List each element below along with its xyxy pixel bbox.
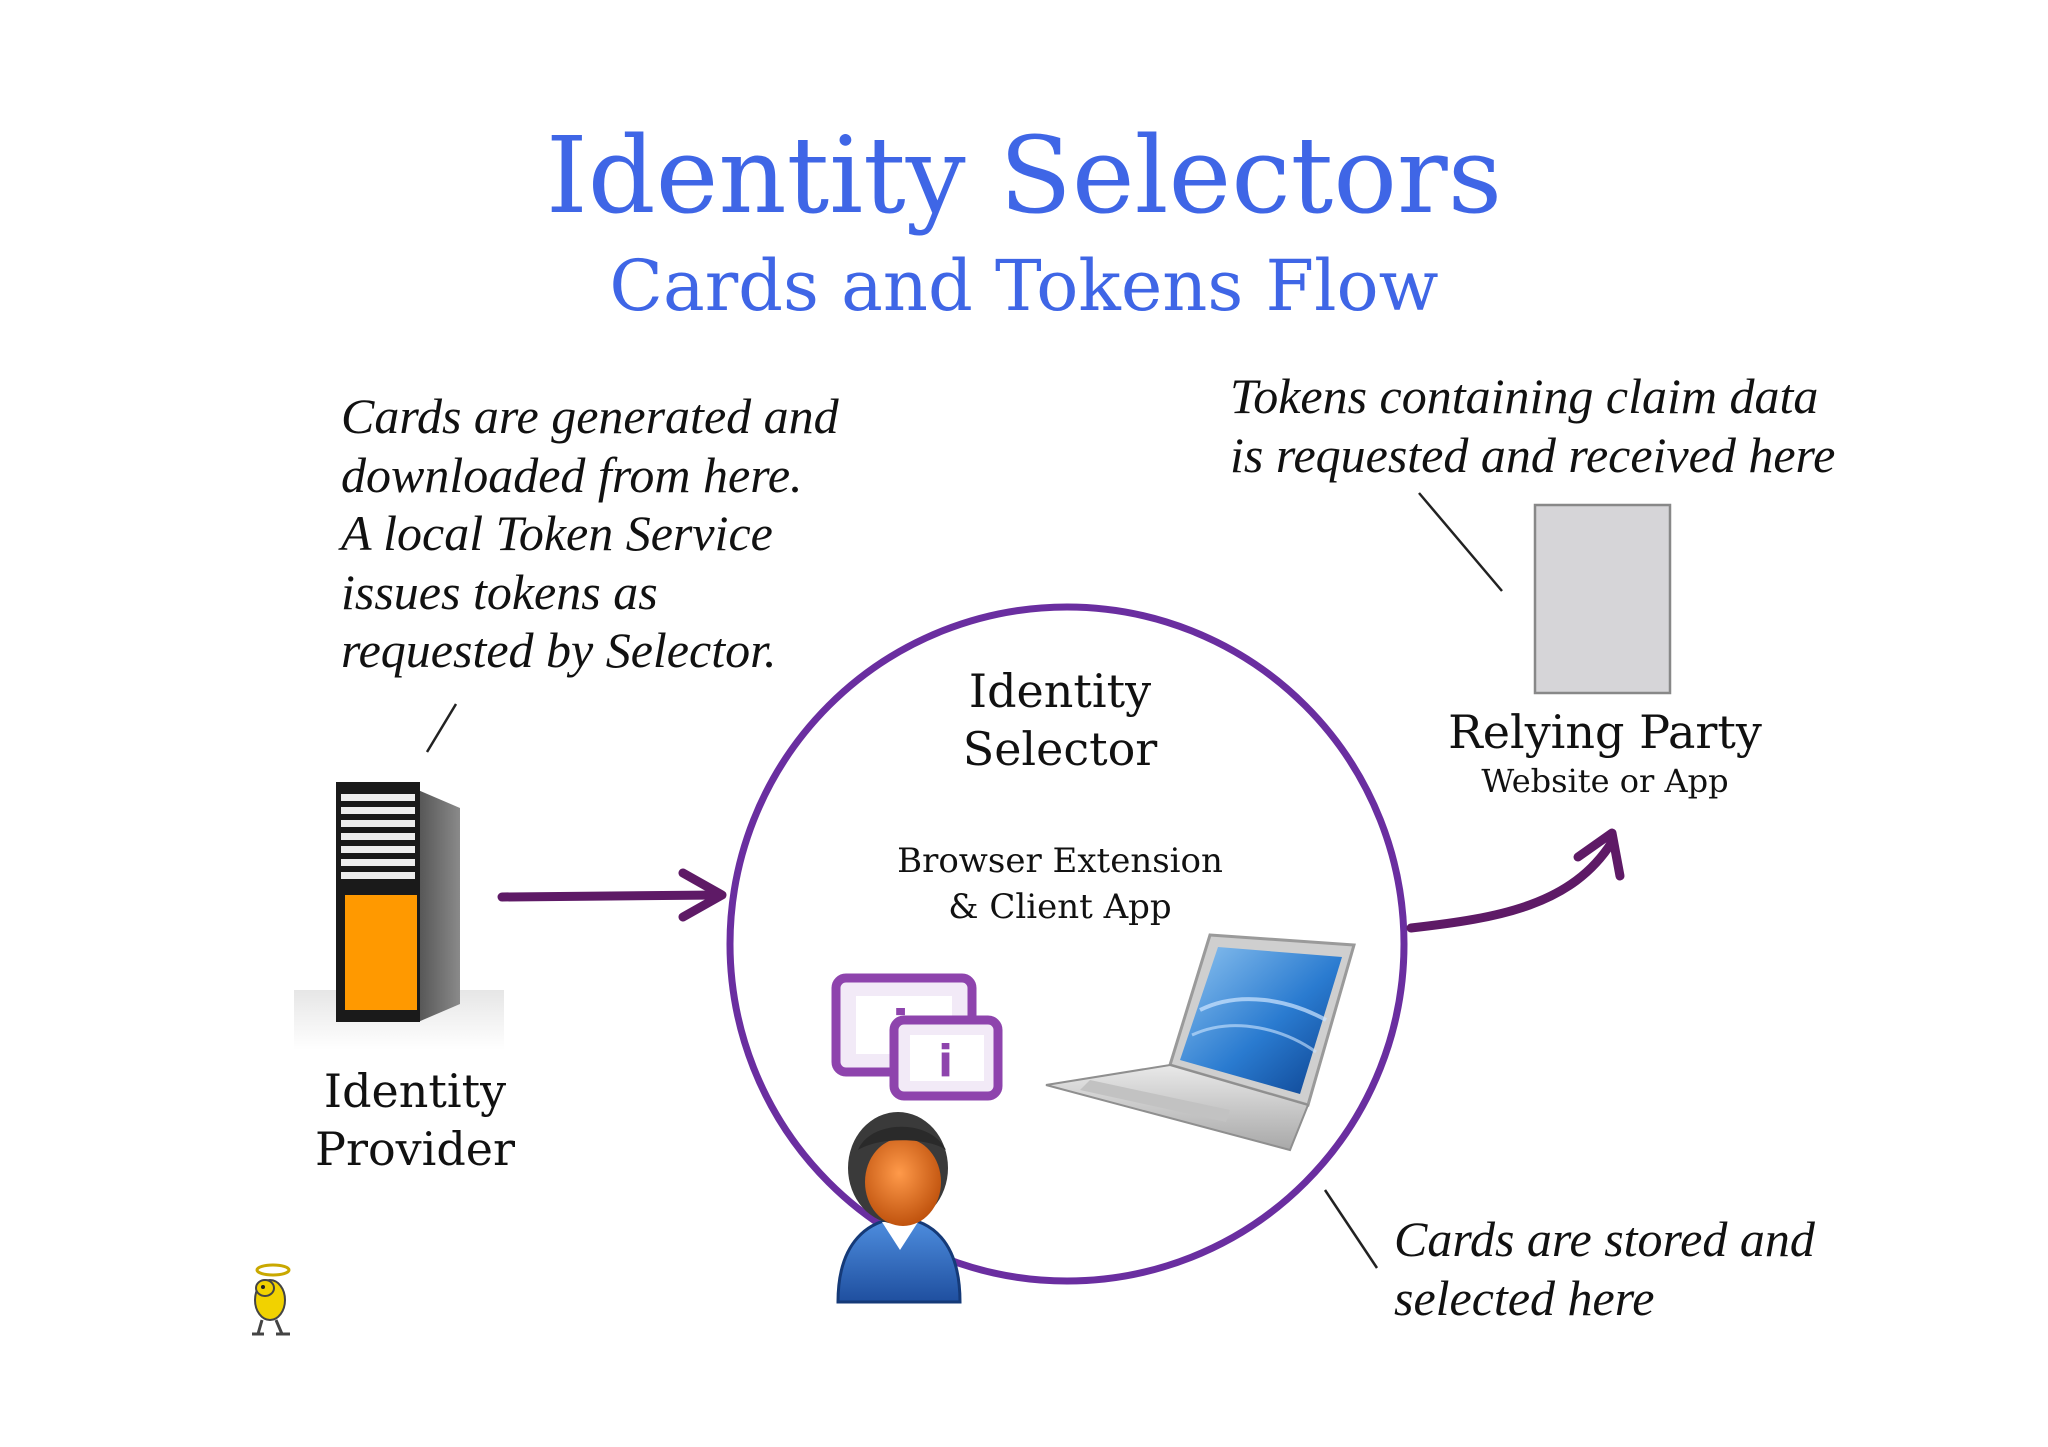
relying-party-annotation-line: Tokens containing claim data [1230, 368, 1819, 424]
provider-annotation: Cards are generated and downloaded from … [341, 387, 839, 680]
user-icon [836, 1112, 962, 1304]
selector-annotation: Cards are stored and selected here [1394, 1210, 1815, 1327]
relying-party-label: Relying Party [1448, 705, 1762, 759]
selector-detail-line: & Client App [948, 887, 1172, 927]
identity-selector-label-line: Selector [962, 722, 1158, 776]
provider-annotation-line: downloaded from here. [341, 446, 803, 503]
provider-annotation-line: Cards are generated and [341, 388, 839, 444]
selector-to-relying-party-arrow [1406, 828, 1625, 933]
svg-text:i: i [938, 1036, 953, 1087]
relying-party-detail-label: Website or App [1481, 762, 1729, 800]
identity-provider-label-line: Provider [315, 1122, 515, 1176]
relying-party-leader-line [1418, 492, 1503, 592]
identity-selector-label-line: Identity [968, 664, 1152, 718]
identity-provider-label-line: Identity [323, 1064, 507, 1118]
selector-leader-line [1323, 1189, 1379, 1269]
provider-to-selector-arrow [497, 868, 727, 922]
relying-party-annotation: Tokens containing claim data is requeste… [1230, 367, 1835, 484]
laptop-icon [1045, 933, 1356, 1152]
identity-selector-circle [726, 603, 1408, 1285]
selector-annotation-line: Cards are stored and [1394, 1211, 1815, 1267]
cards-icon: i i [831, 973, 1003, 1101]
mascot-icon [252, 1263, 291, 1336]
identity-selector-label: Identity Selector [900, 662, 1220, 778]
selector-annotation-line: selected here [1394, 1269, 1655, 1326]
identity-provider-label: Identity Provider [260, 1062, 570, 1178]
server-icon [294, 782, 504, 1050]
page-subtitle: Cards and Tokens Flow [609, 245, 1439, 327]
provider-annotation-line: A local Token Service [341, 505, 773, 561]
provider-annotation-line: issues tokens as [341, 563, 658, 620]
selector-detail-label: Browser Extension & Client App [840, 838, 1280, 930]
relying-party-annotation-line: is requested and received here [1230, 426, 1836, 483]
provider-annotation-line: requested by Selector. [341, 622, 777, 678]
page-title: Identity Selectors [545, 114, 1503, 237]
document-icon [1533, 503, 1672, 695]
selector-detail-line: Browser Extension [897, 841, 1223, 881]
provider-leader-line [425, 703, 458, 753]
